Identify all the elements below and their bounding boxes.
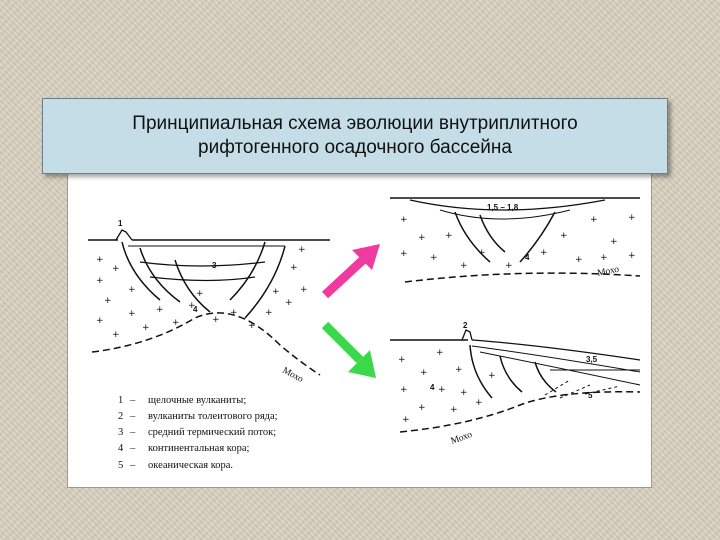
lower-moho-label: Мохо xyxy=(450,430,474,447)
svg-text:+: + xyxy=(142,323,150,333)
svg-text:+: + xyxy=(290,263,298,273)
svg-text:+: + xyxy=(96,276,104,286)
legend: 1 – щелочные вулканиты; 2 – вулканиты то… xyxy=(118,395,278,471)
lower-label-35: 3,5 xyxy=(586,355,598,364)
svg-text:+: + xyxy=(400,385,408,395)
upper-crust-pluses: ++ ++ ++ ++ ++ ++ ++ ++ xyxy=(400,213,636,271)
legend-num: 3 xyxy=(118,427,123,438)
svg-text:+: + xyxy=(445,231,453,241)
legend-dash: – xyxy=(129,427,136,438)
legend-text: средний термический поток; xyxy=(148,427,276,438)
lower-crust-pluses: ++ ++ ++ ++ ++ ++ xyxy=(398,348,496,425)
left-moho-label: Мохо xyxy=(281,366,305,385)
left-label-1: 1 xyxy=(118,219,123,228)
left-label-3: 3 xyxy=(212,261,217,270)
legend-num: 5 xyxy=(118,460,123,471)
legend-item: 3 – средний термический поток; xyxy=(118,427,276,438)
svg-text:+: + xyxy=(230,308,238,318)
legend-dash: – xyxy=(129,443,136,454)
svg-text:+: + xyxy=(420,368,428,378)
legend-item: 1 – щелочные вулканиты; xyxy=(118,395,246,406)
svg-text:+: + xyxy=(248,321,256,331)
svg-text:+: + xyxy=(475,398,483,408)
svg-text:+: + xyxy=(478,248,486,258)
svg-text:+: + xyxy=(188,301,196,311)
svg-text:+: + xyxy=(610,237,618,247)
legend-dash: – xyxy=(129,460,136,471)
upper-moho-label: Мохо xyxy=(597,265,621,279)
initial-rift-stage xyxy=(88,229,330,376)
svg-text:+: + xyxy=(628,213,636,223)
svg-text:+: + xyxy=(430,253,438,263)
title-line-2: рифтогенного осадочного бассейна xyxy=(198,137,512,158)
passive-margin-stage xyxy=(390,329,641,433)
left-label-4: 4 xyxy=(193,305,198,314)
svg-text:+: + xyxy=(575,255,583,265)
svg-text:+: + xyxy=(298,245,306,255)
svg-text:+: + xyxy=(402,415,410,425)
svg-text:+: + xyxy=(418,233,426,243)
lower-label-5: 5 xyxy=(588,391,593,400)
svg-text:+: + xyxy=(272,287,280,297)
legend-text: океаническая кора. xyxy=(148,460,233,471)
legend-num: 4 xyxy=(118,443,124,454)
svg-text:+: + xyxy=(128,285,136,295)
svg-text:+: + xyxy=(112,264,120,274)
arrow-to-lower-stage xyxy=(321,321,376,378)
svg-text:+: + xyxy=(505,261,513,271)
svg-text:+: + xyxy=(590,215,598,225)
svg-text:+: + xyxy=(460,261,468,271)
svg-text:+: + xyxy=(560,231,568,241)
svg-text:+: + xyxy=(400,215,408,225)
legend-num: 2 xyxy=(118,411,123,422)
svg-text:+: + xyxy=(540,248,548,258)
svg-text:+: + xyxy=(300,285,308,295)
legend-item: 5 – океаническая кора. xyxy=(118,460,233,471)
svg-text:+: + xyxy=(196,289,204,299)
legend-item: 2 – вулканиты толеитового ряда; xyxy=(118,411,278,422)
legend-dash: – xyxy=(129,411,136,422)
title-line-1: Принципиальная схема эволюции внутриплит… xyxy=(132,113,578,134)
svg-text:+: + xyxy=(438,385,446,395)
legend-item: 4 – континентальная кора; xyxy=(118,443,250,454)
svg-text:+: + xyxy=(96,316,104,326)
arrow-to-upper-stage xyxy=(321,244,380,299)
svg-text:+: + xyxy=(128,309,136,319)
svg-text:+: + xyxy=(96,255,104,265)
svg-text:+: + xyxy=(212,315,220,325)
legend-text: вулканиты толеитового ряда; xyxy=(148,411,278,422)
upper-range-label: 1,5 – 1,8 xyxy=(487,203,519,212)
legend-text: континентальная кора; xyxy=(148,443,250,454)
svg-text:+: + xyxy=(156,305,164,315)
svg-text:+: + xyxy=(450,405,458,415)
left-crust-pluses: ++ ++ ++ ++ ++ ++ ++ ++ ++ ++ ++ xyxy=(96,245,308,340)
svg-text:+: + xyxy=(172,318,180,328)
svg-text:+: + xyxy=(460,388,468,398)
svg-text:+: + xyxy=(436,348,444,358)
svg-text:+: + xyxy=(265,308,273,318)
intracontinental-basin-stage xyxy=(390,197,641,283)
legend-text: щелочные вулканиты; xyxy=(148,395,246,406)
svg-text:+: + xyxy=(600,253,608,263)
svg-text:+: + xyxy=(285,298,293,308)
svg-text:+: + xyxy=(418,403,426,413)
lower-label-2: 2 xyxy=(463,321,468,330)
svg-text:+: + xyxy=(398,355,406,365)
slide-title: Принципиальная схема эволюции внутриплит… xyxy=(42,98,668,174)
legend-num: 1 xyxy=(118,395,123,406)
svg-text:+: + xyxy=(400,249,408,259)
svg-text:+: + xyxy=(112,330,120,340)
legend-dash: – xyxy=(129,395,136,406)
svg-text:+: + xyxy=(628,251,636,261)
svg-text:+: + xyxy=(104,296,112,306)
svg-text:+: + xyxy=(488,371,496,381)
svg-text:+: + xyxy=(455,365,463,375)
lower-label-4: 4 xyxy=(430,383,435,392)
upper-label-4: 4 xyxy=(525,253,530,262)
